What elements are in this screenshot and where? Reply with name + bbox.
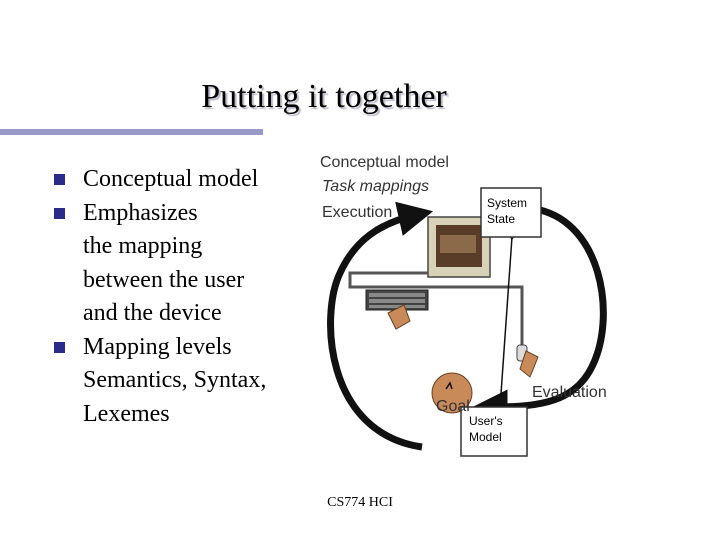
device-cable: [348, 271, 524, 347]
slide-title: Putting it together: [201, 78, 447, 115]
system-state-label: System: [487, 196, 527, 210]
bullet-text: the mapping: [83, 233, 203, 259]
task-mappings-label: Task mappings: [322, 178, 429, 195]
bullet-text: Lexemes: [83, 400, 170, 427]
execution-loop-arc: [327, 201, 434, 451]
bullet-square-icon: [54, 174, 65, 185]
hand-icon: [519, 350, 539, 378]
footer-course-code: CS774 HCI: [327, 495, 393, 510]
users-model-box: [460, 406, 528, 457]
head-icon: [431, 372, 473, 414]
system-state-label: State: [487, 212, 515, 226]
bullet-text: Emphasizes: [83, 199, 198, 226]
monitor-icon: [427, 216, 491, 278]
bullet-square-icon: [54, 341, 65, 353]
bullet-item: Mapping levels Semantics, Syntax, Lexeme…: [54, 331, 304, 432]
system-state-box: [480, 187, 542, 238]
bullet-text: Conceptual model: [83, 166, 259, 192]
bullet-text: Semantics, Syntax,: [83, 367, 267, 393]
mapping-line: [496, 232, 517, 412]
goal-label: Goal: [436, 398, 470, 415]
bullet-list: Conceptual model Emphasizes the mapping …: [54, 163, 304, 431]
interaction-diagram: System State User's Model Conceptual mod…: [320, 154, 607, 457]
bullet-square-icon: [54, 207, 65, 219]
title-underline: [0, 129, 263, 135]
bullet-item: Conceptual model: [54, 163, 304, 197]
users-model-label: User's: [469, 414, 503, 428]
bullet-text: between the user: [83, 266, 245, 293]
bullet-text: Mapping levels: [83, 333, 232, 360]
users-model-label: Model: [469, 430, 502, 444]
evaluation-loop-arc: [472, 206, 607, 425]
bullet-item: Emphasizes the mapping between the user …: [54, 197, 304, 331]
bullet-text: and the device: [83, 300, 222, 326]
hand-icon: [387, 304, 411, 330]
evaluation-label: Evaluation: [532, 384, 607, 401]
conceptual-model-label: Conceptual model: [320, 154, 449, 171]
execution-label: Execution: [322, 204, 392, 221]
keyboard-icon: [365, 289, 429, 311]
